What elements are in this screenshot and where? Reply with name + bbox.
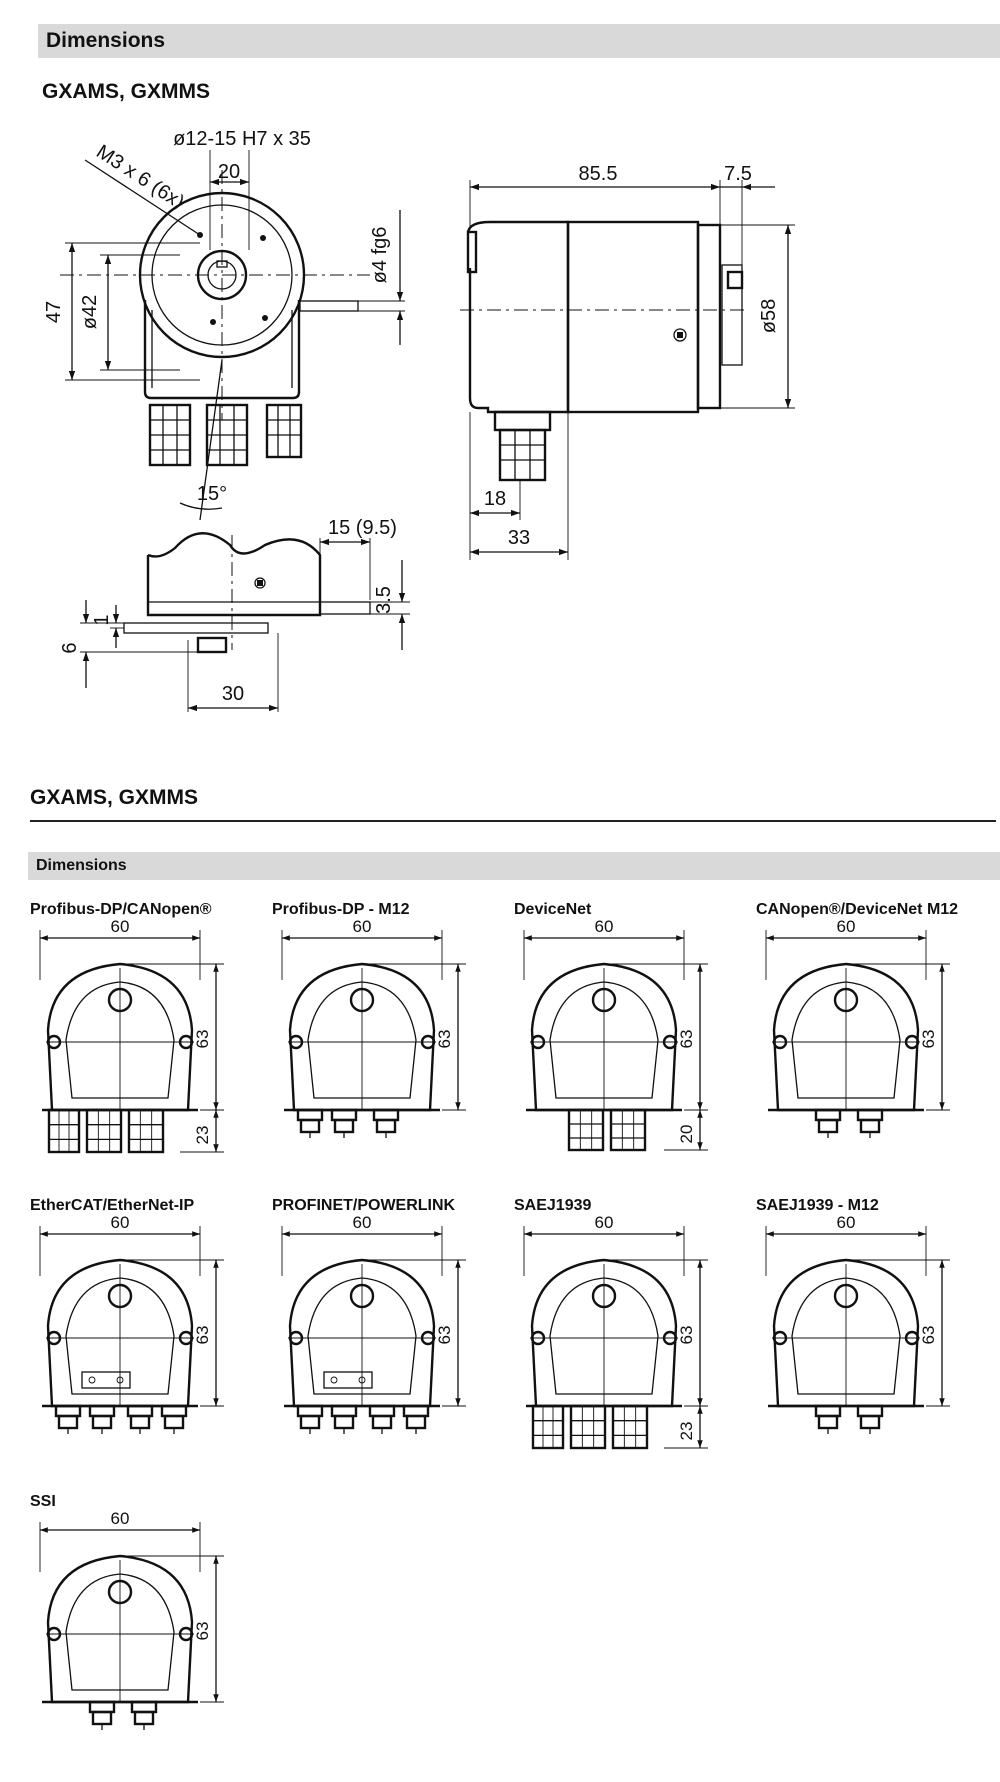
section2-title: GXAMS, GXMMS xyxy=(30,786,199,809)
variant-height: 63 xyxy=(435,1030,454,1049)
variant-name: SAEJ1939 - M12 xyxy=(756,1197,879,1214)
variant-height: 63 xyxy=(677,1326,696,1345)
dim-length-7-5: 7.5 xyxy=(724,163,752,185)
dim-length-85-5: 85.5 xyxy=(579,163,618,185)
dim-length-33: 33 xyxy=(508,527,530,549)
variant-name: Profibus-DP/CANopen® xyxy=(30,901,212,918)
dim-length-3-5: 3.5 xyxy=(373,586,395,614)
variant-width: 60 xyxy=(837,917,856,936)
variant-name: PROFINET/POWERLINK xyxy=(272,1197,456,1214)
variant-name: SSI xyxy=(30,1493,56,1510)
variant-width: 60 xyxy=(111,1213,130,1232)
variant-width: 60 xyxy=(111,917,130,936)
variant-name: EtherCAT/EtherNet-IP xyxy=(30,1197,194,1214)
section2-subheader: Dimensions xyxy=(28,852,1000,880)
dimensions-header-title: Dimensions xyxy=(46,29,166,52)
dim-height-47: 47 xyxy=(43,301,65,323)
section2-subheader-title: Dimensions xyxy=(36,857,127,874)
variant-height: 63 xyxy=(193,1326,212,1345)
dimensions-header: Dimensions xyxy=(38,24,1000,58)
variant-height: 63 xyxy=(193,1030,212,1049)
section2-rule xyxy=(30,820,996,822)
variant-name: Profibus-DP - M12 xyxy=(272,901,410,918)
dim-diameter-58: ø58 xyxy=(758,299,780,333)
variant-height: 63 xyxy=(919,1030,938,1049)
technical-drawing-main: 20 ø12-15 H7 x 35 M3 x 6 (6x) 47 ø42 ø4 … xyxy=(43,128,795,712)
bottom-view: 15 (9.5) 3.5 1 6 30 xyxy=(59,517,410,712)
variant-height: 63 xyxy=(193,1622,212,1641)
variant-width: 60 xyxy=(353,1213,372,1232)
variant-extra-height: 23 xyxy=(677,1422,696,1441)
cable-glands-front xyxy=(148,403,303,467)
dim-length-6: 6 xyxy=(59,642,81,653)
variant-9: SSI 60 63 xyxy=(30,1493,224,1730)
variant-1: Profibus-DP/CANopen®60 63 23 xyxy=(30,901,224,1154)
variant-extra-height: 23 xyxy=(193,1126,212,1145)
dim-diameter-4: ø4 fg6 xyxy=(369,227,391,284)
dim-length-15: 15 (9.5) xyxy=(328,517,397,539)
dim-length-1: 1 xyxy=(91,614,113,625)
variant-name: SAEJ1939 xyxy=(514,1197,591,1214)
variant-width: 60 xyxy=(837,1213,856,1232)
dim-width-20: 20 xyxy=(218,161,240,183)
dim-length-30: 30 xyxy=(222,683,244,705)
section1-title: GXAMS, GXMMS xyxy=(42,80,211,103)
variant-height: 63 xyxy=(435,1326,454,1345)
side-view: 85.5 7.5 ø58 18 33 xyxy=(460,163,795,560)
dim-diameter-42: ø42 xyxy=(79,295,101,329)
dim-angle-15: 15° xyxy=(197,483,227,505)
variant-width: 60 xyxy=(353,917,372,936)
variant-height: 63 xyxy=(677,1030,696,1049)
dim-shaft-bore: ø12-15 H7 x 35 xyxy=(173,128,311,150)
variant-width: 60 xyxy=(111,1509,130,1528)
variant-height: 63 xyxy=(919,1326,938,1345)
variant-extra-height: 20 xyxy=(677,1125,696,1144)
variant-width: 60 xyxy=(595,917,614,936)
dim-length-18: 18 xyxy=(484,488,506,510)
variant-width: 60 xyxy=(595,1213,614,1232)
variant-name: CANopen®/DeviceNet M12 xyxy=(756,901,958,918)
variant-name: DeviceNet xyxy=(514,901,592,918)
